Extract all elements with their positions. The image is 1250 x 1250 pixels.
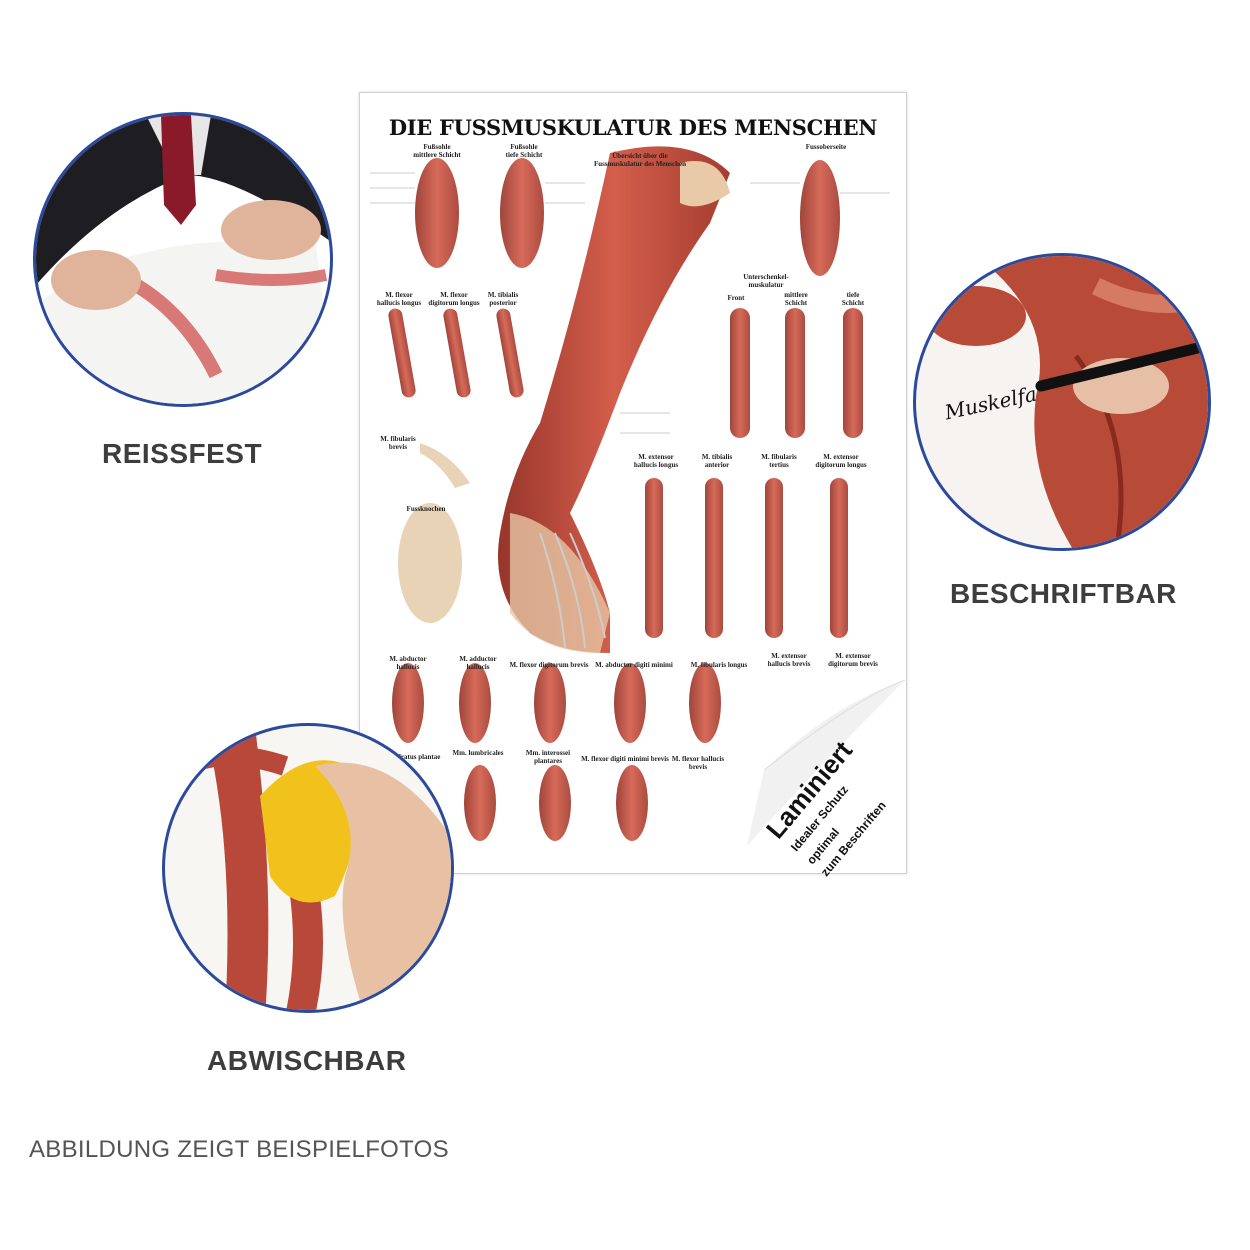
poster-heading: M. tibialis anterior (701, 453, 733, 469)
poster-heading: mittlere Schicht (784, 291, 808, 307)
poster-heading: M. fibularis tertius (761, 453, 797, 469)
poster-heading: M. abductor hallucis (389, 655, 427, 671)
poster-heading: M. extensor digitorum longus (815, 453, 867, 469)
writable-label: BESCHRIFTBAR (950, 578, 1177, 609)
wipeable-photo (162, 723, 454, 1013)
poster-heading: Mm. lumbricales (452, 749, 504, 757)
poster-heading: M. flexor digitorum brevis (509, 661, 589, 669)
poster-heading: M. extensor digitorum brevis (828, 652, 878, 668)
poster-heading: M. fibularis longus (690, 661, 748, 669)
poster-heading: M. extensor hallucis brevis (767, 652, 811, 668)
poster-heading: M. flexor hallucis brevis (671, 755, 725, 771)
example-photos-note: ABBILDUNG ZEIGT BEISPIELFOTOS (29, 1136, 449, 1163)
poster-heading: M. adductor hallucis (459, 655, 497, 671)
poster-heading: M. tibialis posterior (487, 291, 519, 307)
poster-heading: M. flexor digiti minimi brevis (581, 755, 669, 763)
poster-heading: M. fibularis brevis (380, 435, 416, 451)
poster-heading: Übersicht über die Fussmuskulatur des Me… (593, 152, 687, 168)
poster-heading: Mm. interossei plantares (525, 749, 571, 765)
laminated-page-curl: Laminiert Idealer Schutz optimal zum Bes… (730, 680, 905, 879)
poster-heading: M. flexor hallucis longus (376, 291, 422, 307)
writable-photo: Muskelfa (913, 253, 1211, 551)
wipeable-label: ABWISCHBAR (207, 1045, 407, 1076)
poster-heading: tiefe Schicht (841, 291, 865, 307)
poster-heading: Fußsohle mittlere Schicht (413, 143, 461, 159)
poster-heading: Fussoberseite (805, 143, 847, 151)
poster-heading: M. extensor hallucis longus (633, 453, 679, 469)
poster-heading: Fussknochen (406, 505, 446, 513)
poster-heading: Unterschenkel- muskulatur (743, 273, 789, 289)
tearproof-label: REISSFEST (102, 438, 263, 469)
poster-title: DIE FUSSMUSKULATUR DES MENSCHEN (388, 115, 878, 140)
tearproof-photo (33, 112, 333, 407)
poster-heading: M. abductor digiti minimi (595, 661, 673, 669)
poster-heading: Fußsohle tiefe Schicht (505, 143, 543, 159)
poster-heading: Front (727, 294, 745, 302)
anatomy-poster: DIE FUSSMUSKULATUR DES MENSCHEN Fußsohle… (359, 92, 907, 874)
muscle-illustrations (370, 146, 890, 841)
poster-heading: M. flexor digitorum longus (428, 291, 480, 307)
